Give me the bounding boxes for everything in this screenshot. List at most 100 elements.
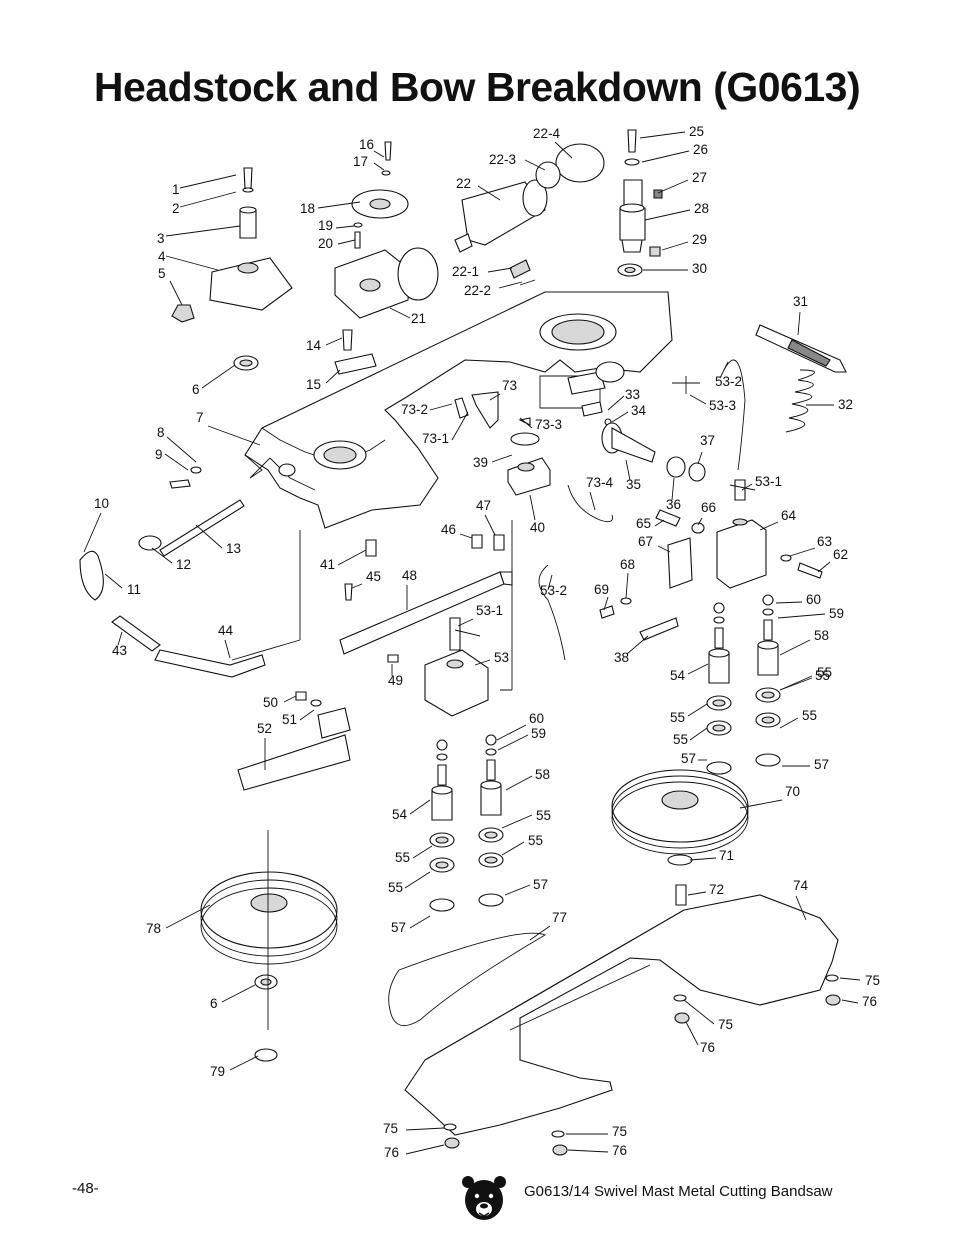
leader-line <box>325 369 341 384</box>
guide-bearing-stack-d-stud <box>763 619 773 641</box>
callout-label: 22-1 <box>452 264 479 279</box>
leader-line <box>654 519 665 527</box>
spacer <box>239 209 257 239</box>
washer <box>667 854 693 866</box>
cap-screw <box>243 167 253 189</box>
leader-line <box>429 403 453 411</box>
lock-nut <box>825 994 841 1006</box>
idler-wheel-rim <box>200 887 338 965</box>
leader-line <box>501 814 533 829</box>
callout-label: 53-2 <box>540 583 567 598</box>
leader-line <box>487 267 513 273</box>
leader-line <box>451 411 469 441</box>
guide-block-hole <box>732 518 748 526</box>
leader-line <box>405 1144 445 1155</box>
callout-label: 15 <box>306 377 321 392</box>
callout-label: 60 <box>529 711 544 726</box>
leader-line <box>657 545 671 553</box>
blade-guard <box>237 734 351 791</box>
callout-label: 29 <box>692 232 707 247</box>
page-title: Headstock and Bow Breakdown (G0613) <box>93 64 861 110</box>
callout-label: 6 <box>192 382 200 397</box>
coolant-hose <box>538 564 566 661</box>
drive-wheel-rim <box>611 775 749 849</box>
callout-label: 54 <box>392 807 408 822</box>
callout-label: 36 <box>666 497 681 512</box>
leader-line <box>501 841 525 856</box>
leader-line <box>603 596 609 611</box>
lock-nut <box>552 1144 568 1156</box>
callout-label: 57 <box>391 920 406 935</box>
leader-line <box>497 734 529 751</box>
callout-label: 77 <box>552 910 567 925</box>
key <box>653 189 663 199</box>
gearbox-flange-inner <box>551 319 605 345</box>
leader-line <box>169 280 183 306</box>
callout-label: 64 <box>781 508 797 523</box>
callout-label: 55 <box>817 665 832 680</box>
blade-guard-assembly <box>404 894 839 1136</box>
leader-line <box>547 574 553 591</box>
leader-line <box>299 709 315 721</box>
callout-label: 49 <box>388 673 403 688</box>
leader-line <box>166 436 197 463</box>
washer <box>138 535 162 551</box>
bolt <box>675 884 687 906</box>
washer <box>825 974 839 982</box>
drive-wheel-rim <box>611 781 749 855</box>
bearing-inner <box>624 266 636 274</box>
bushing <box>688 462 706 482</box>
leadscrew-thread <box>787 339 831 367</box>
valve-stem <box>449 617 461 651</box>
guide-bearing-stack-d-washer <box>762 608 774 616</box>
guide-bearing-stack-d-nut <box>762 594 774 606</box>
leader-line <box>611 411 629 423</box>
leader-line <box>409 915 431 929</box>
clamp-hole <box>237 262 259 274</box>
leader-line <box>459 533 473 539</box>
idler-wheel-hub <box>250 893 288 913</box>
nut <box>171 304 195 323</box>
snap-ring <box>666 456 686 478</box>
guide-block-hole <box>446 659 464 669</box>
callout-label: 32 <box>838 397 853 412</box>
leader-line <box>687 891 707 896</box>
callout-label: 35 <box>626 477 641 492</box>
callout-label: 76 <box>612 1143 627 1158</box>
callout-label: 79 <box>210 1064 225 1079</box>
guide-bearing-stack-d-snap-ring <box>755 753 781 767</box>
handwheel-knob <box>79 550 104 601</box>
leader-line <box>325 337 343 346</box>
callout-label: 21 <box>411 311 426 326</box>
guard-edge <box>424 909 685 1061</box>
leader-line <box>639 131 686 139</box>
leader-line <box>201 364 236 389</box>
callout-label: 14 <box>306 338 322 353</box>
guide-bearing-stack-a-bearing-inner <box>435 836 449 844</box>
guide-bearing-stack-b-stud <box>486 759 496 781</box>
washer <box>310 699 322 707</box>
wire <box>519 279 536 286</box>
bracket <box>567 371 606 395</box>
handle-grip <box>111 615 161 652</box>
lock-nut <box>444 1137 460 1149</box>
valve-stem <box>734 479 746 501</box>
leader-line <box>412 845 433 859</box>
leader-line <box>529 925 551 941</box>
bearing-inner <box>239 359 253 367</box>
washer <box>242 187 254 193</box>
cap-screw <box>342 329 353 351</box>
guide-hole <box>517 462 535 472</box>
leader-line <box>524 159 546 171</box>
bearing-inner <box>260 978 272 986</box>
callout-label: 40 <box>530 520 545 535</box>
washer <box>190 466 202 474</box>
leader-line <box>775 601 803 604</box>
callout-label: 75 <box>865 973 880 988</box>
guide-bearing-stack-c-nut <box>713 602 725 614</box>
leader-line <box>519 417 533 429</box>
leader-line <box>625 459 631 481</box>
guide-bearing-stack-c-washer <box>713 616 725 624</box>
screw <box>599 605 615 619</box>
washer <box>620 597 632 605</box>
